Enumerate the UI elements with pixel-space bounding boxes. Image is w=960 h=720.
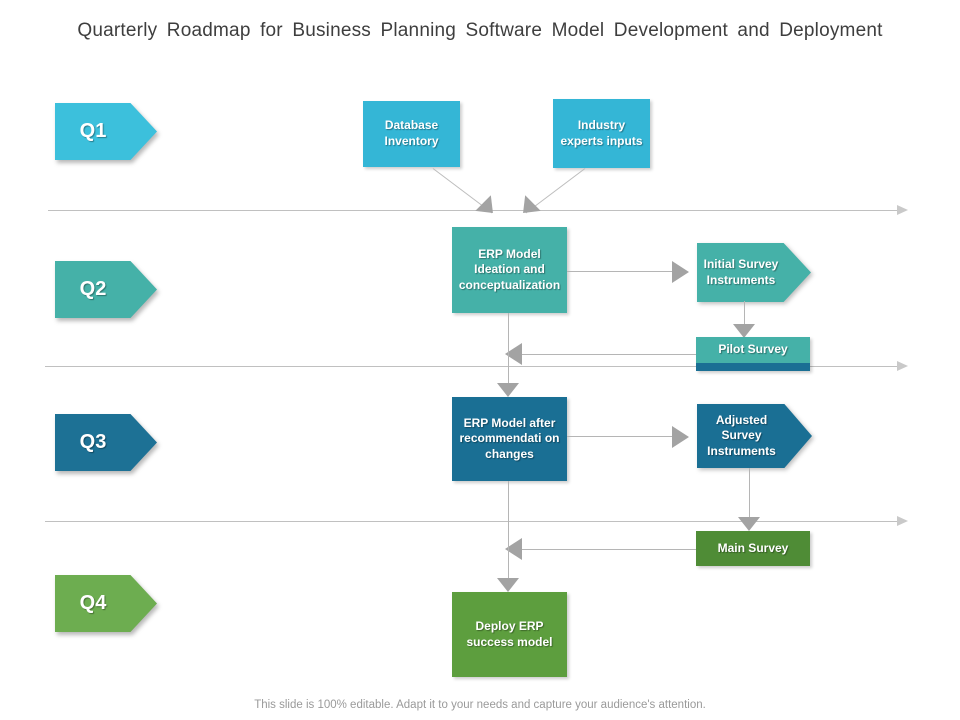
timeline-arrow-q3-icon xyxy=(897,516,908,526)
node-initial-survey-wrap: Initial Survey Instruments xyxy=(697,243,811,302)
node-deploy-erp: Deploy ERP success model xyxy=(452,592,567,677)
connector-recommend-to-deploy xyxy=(508,481,509,579)
timeline-arrow-q1-icon xyxy=(897,205,908,215)
arrowhead-adjusted-main-icon xyxy=(738,517,760,531)
connector-pilot-to-flow xyxy=(522,354,696,355)
node-industry-experts: Industry experts inputs xyxy=(553,99,650,168)
connector-erp-to-recommend xyxy=(508,313,509,384)
node-adjusted-survey: Adjusted Survey Instruments xyxy=(697,404,812,468)
connector-initial-to-pilot xyxy=(744,301,745,327)
arrowhead-main-left-icon xyxy=(505,538,522,560)
timeline-line-q3 xyxy=(45,521,898,522)
q3-pentagon: Q3 xyxy=(55,414,157,471)
arrowhead-pilot-left-icon xyxy=(505,343,522,365)
node-erp-ideation: ERP Model Ideation and conceptualization xyxy=(452,227,567,313)
connector-recommend-to-adjusted xyxy=(567,436,673,437)
connector-erp-to-initial xyxy=(567,271,673,272)
timeline-arrow-q2-icon xyxy=(897,361,908,371)
node-initial-survey: Initial Survey Instruments xyxy=(697,243,811,302)
slide-footer-note: This slide is 100% editable. Adapt it to… xyxy=(254,699,706,711)
arrowhead-erp-initial-icon xyxy=(672,261,689,283)
q1-pentagon: Q1 xyxy=(55,103,157,160)
arrowhead-initial-pilot-icon xyxy=(733,324,755,338)
quarter-marker-q1: Q1 xyxy=(55,103,157,160)
connector-main-to-flow xyxy=(522,549,696,550)
quarter-marker-q2: Q2 xyxy=(55,261,157,318)
q4-pentagon: Q4 xyxy=(55,575,157,632)
timeline-line-q1 xyxy=(48,210,898,211)
node-database-inventory: Database Inventory xyxy=(363,101,460,167)
arrowhead-industry-erp-icon xyxy=(515,195,541,221)
node-main-survey: Main Survey xyxy=(696,531,810,566)
arrowhead-recommend-adjusted-icon xyxy=(672,426,689,448)
node-erp-recommend: ERP Model after recommendati on changes xyxy=(452,397,567,481)
node-pilot-survey: Pilot Survey xyxy=(696,337,810,371)
node-adjusted-survey-wrap: Adjusted Survey Instruments xyxy=(697,404,812,468)
quarter-marker-q4: Q4 xyxy=(55,575,157,632)
arrowhead-recommend-deploy-icon xyxy=(497,578,519,592)
timeline-line-q2 xyxy=(45,366,898,367)
connector-adjusted-to-main xyxy=(749,468,750,517)
q2-pentagon: Q2 xyxy=(55,261,157,318)
quarter-marker-q3: Q3 xyxy=(55,414,157,471)
arrowhead-erp-recommend-icon xyxy=(497,383,519,397)
arrowhead-db-erp-icon xyxy=(475,195,501,221)
slide-title: Quarterly Roadmap for Business Planning … xyxy=(77,20,883,41)
